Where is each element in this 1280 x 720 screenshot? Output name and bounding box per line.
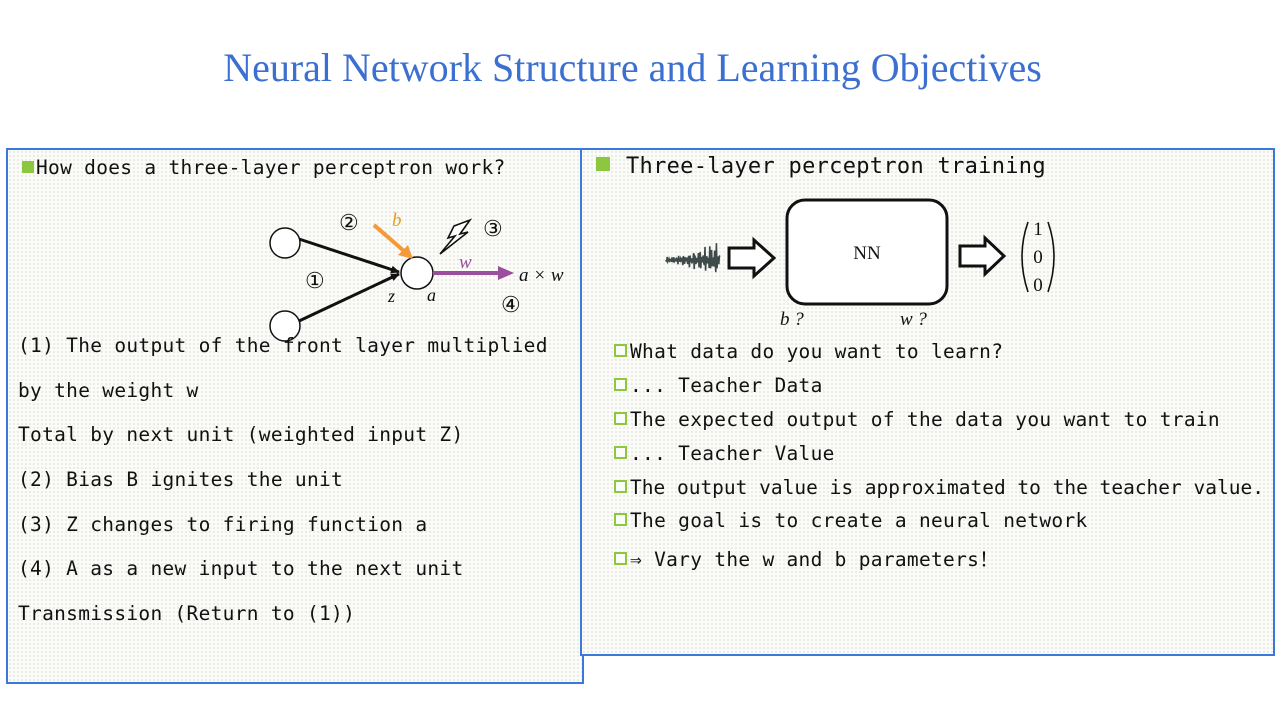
right-heading: Three-layer perceptron training — [596, 154, 1046, 179]
bias-arrowhead-icon — [398, 245, 413, 259]
explanation-line-5: (3) Z changes to firing function a — [18, 513, 428, 536]
step-2-marker: ② — [339, 210, 359, 235]
vector-value: 0 — [1033, 275, 1043, 296]
left-panel: How does a three-layer perceptron work? … — [6, 148, 584, 684]
explanation-line-4: (2) Bias B ignites the unit — [18, 468, 344, 491]
lightning-icon — [439, 218, 473, 255]
step-1-marker: ① — [305, 268, 325, 293]
weight-label: w — [459, 252, 472, 273]
hollow-square-bullet-icon — [614, 446, 627, 459]
perceptron-diagram: ② ③ ① ④ b w z a a × w — [269, 210, 564, 342]
weight-arrowhead-icon — [498, 266, 514, 280]
page-title: Neural Network Structure and Learning Ob… — [223, 45, 1042, 90]
right-panel: Three-layer perceptron training NN b ? w… — [580, 148, 1275, 656]
hollow-square-bullet-icon — [614, 412, 627, 425]
explanation-line-1: (1) The output of the front layer multip… — [18, 334, 548, 357]
vector-value: 1 — [1033, 219, 1043, 240]
list-item: The output value is approximated to the … — [614, 476, 1264, 499]
bullet-square-icon — [22, 161, 34, 173]
hollow-square-bullet-icon — [614, 344, 627, 357]
weighted-input-label: z — [387, 286, 395, 306]
input-connection-bottom — [298, 272, 400, 323]
waveform-icon — [665, 243, 721, 273]
nn-label: NN — [853, 243, 881, 264]
vector-left-paren-icon — [1021, 221, 1029, 293]
bias-question-label: b ? — [780, 309, 804, 330]
weight-question-label: w ? — [900, 309, 927, 330]
list-item: ⇒ Vary the w and b parameters！ — [614, 543, 999, 572]
vector-value: 0 — [1033, 247, 1043, 268]
input-arrow-icon — [727, 236, 777, 280]
vector-right-paren-icon — [1047, 221, 1055, 293]
explanation-line-6: (4) A as a new input to the next unit — [18, 557, 464, 580]
left-heading: How does a three-layer perceptron work? — [22, 156, 506, 179]
step-3-marker: ③ — [483, 216, 503, 241]
list-item: ... Teacher Value — [614, 442, 835, 465]
explanation-line-3: Total by next unit (weighted input Z) — [18, 423, 464, 446]
hollow-square-bullet-icon — [614, 480, 627, 493]
bullet-square-icon — [596, 157, 610, 171]
hollow-square-bullet-icon — [614, 513, 627, 526]
activation-label: a — [427, 285, 436, 305]
hollow-square-bullet-icon — [614, 552, 627, 565]
list-item: The goal is to create a neural network — [614, 509, 1088, 532]
output-arrow-icon — [958, 234, 1007, 278]
bias-label: b — [392, 210, 402, 231]
training-diagram: NN b ? w ? 1 0 0 — [665, 198, 1055, 330]
list-item: ... Teacher Data — [614, 374, 823, 397]
step-4-marker: ④ — [501, 292, 521, 317]
output-expression: a × w — [519, 265, 564, 286]
nn-box — [785, 198, 949, 306]
list-item: The expected output of the data you want… — [614, 408, 1220, 431]
input-node-top — [269, 227, 301, 259]
list-item: What data do you want to learn? — [614, 340, 1003, 363]
input-connection-top — [298, 237, 400, 274]
hollow-square-bullet-icon — [614, 378, 627, 391]
bias-arrow — [372, 223, 406, 253]
input-node-bottom — [269, 310, 301, 342]
explanation-line-7: Transmission (Return to (1)) — [18, 602, 356, 625]
explanation-line-2: by the weight w — [18, 379, 199, 402]
